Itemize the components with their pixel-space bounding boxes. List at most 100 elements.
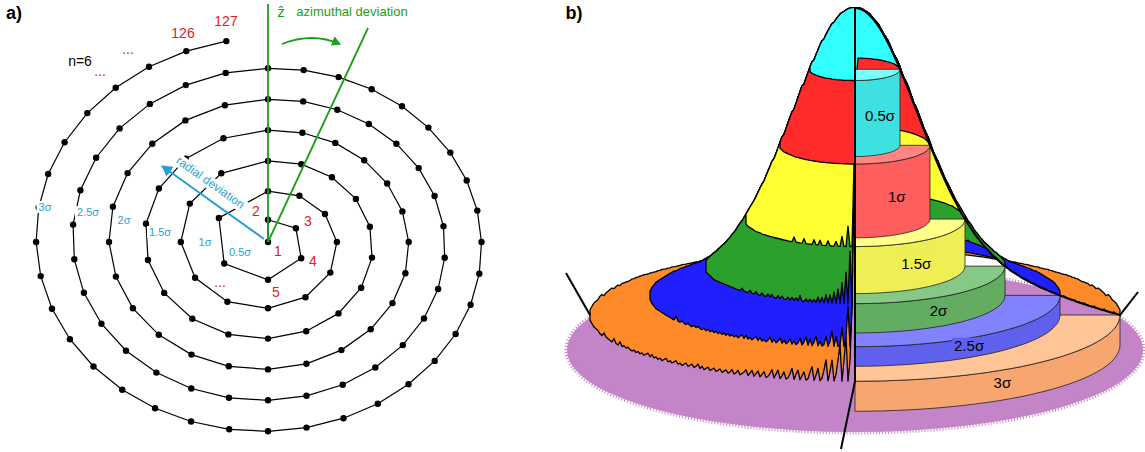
- sigma-label: 2σ: [928, 302, 950, 319]
- sample-point: [399, 103, 405, 109]
- sample-point: [124, 170, 130, 176]
- cut-line: [841, 8, 855, 449]
- sample-point: [221, 260, 227, 266]
- sample-point: [192, 275, 198, 281]
- sample-point: [119, 387, 125, 393]
- step-top: [855, 69, 900, 80]
- sample-point: [71, 256, 77, 262]
- sample-point: [84, 110, 90, 116]
- sample-point: [358, 285, 364, 291]
- sample-point: [90, 363, 96, 369]
- sample-point: [145, 257, 151, 263]
- sample-point: [93, 155, 99, 161]
- sample-point: [220, 135, 226, 141]
- sample-point: [340, 415, 346, 421]
- sample-point: [425, 124, 431, 130]
- sample-point: [393, 141, 399, 147]
- point-number: 5: [270, 285, 282, 300]
- azimuth-label: azimuthal deviation: [294, 5, 409, 19]
- sample-point: [265, 277, 271, 283]
- sample-point: [161, 290, 167, 296]
- sample-point: [474, 207, 480, 213]
- sample-point: [188, 418, 194, 424]
- sample-point: [478, 239, 484, 245]
- sigma-label: 2σ: [116, 214, 133, 226]
- sample-point: [302, 294, 308, 300]
- sample-point: [216, 215, 222, 221]
- sample-point: [113, 273, 119, 279]
- turn-count: n=6: [66, 54, 94, 69]
- sample-point: [146, 64, 152, 70]
- ellipsis: ...: [120, 42, 136, 57]
- sample-point: [226, 426, 232, 432]
- sample-point: [375, 401, 381, 407]
- sigma-label: 3σ: [37, 201, 54, 213]
- sample-point: [38, 273, 44, 279]
- sample-point: [372, 364, 378, 370]
- sample-point: [182, 117, 188, 123]
- sigma-label: 1σ: [886, 189, 908, 206]
- sample-point: [293, 225, 299, 231]
- sample-point: [153, 369, 159, 375]
- sample-point: [421, 315, 427, 321]
- sample-point: [183, 82, 189, 88]
- sample-point: [265, 428, 271, 434]
- sample-point: [447, 149, 453, 155]
- sigma-label: 1σ: [197, 236, 214, 248]
- sample-point: [402, 270, 408, 276]
- sigma-label: 1.5σ: [899, 256, 933, 273]
- sample-point: [222, 102, 228, 108]
- sample-point: [130, 305, 136, 311]
- sample-point: [67, 336, 73, 342]
- panel-label: b): [564, 4, 585, 24]
- sample-point: [187, 200, 193, 206]
- step-side: [855, 69, 900, 156]
- sample-point: [225, 331, 231, 337]
- sample-point: [467, 302, 473, 308]
- panel-label: a): [4, 4, 24, 24]
- sample-point: [123, 348, 129, 354]
- sample-point: [152, 405, 158, 411]
- sample-point: [265, 397, 271, 403]
- sample-point: [476, 271, 482, 277]
- sample-point: [301, 67, 307, 73]
- ellipsis: ...: [92, 64, 108, 79]
- sigma-label: 0.5σ: [227, 246, 253, 258]
- sample-point: [464, 177, 470, 183]
- sample-point: [303, 393, 309, 399]
- point-number: 126: [169, 26, 196, 41]
- sample-point: [113, 85, 119, 91]
- sample-point: [223, 70, 229, 76]
- sample-point: [322, 211, 328, 217]
- cut-line: [855, 8, 1138, 315]
- spiral-points: [33, 38, 485, 435]
- sample-point: [329, 174, 335, 180]
- sample-point: [116, 125, 122, 131]
- sample-point: [431, 193, 437, 199]
- sample-point: [432, 358, 438, 364]
- sample-point: [223, 38, 229, 44]
- sample-point: [77, 187, 83, 193]
- sample-point: [303, 424, 309, 430]
- sample-point: [367, 224, 373, 230]
- sample-point: [188, 385, 194, 391]
- sample-point: [440, 223, 446, 229]
- sample-point: [384, 180, 390, 186]
- sample-point: [178, 239, 184, 245]
- sample-point: [332, 140, 338, 146]
- sample-point: [81, 290, 87, 296]
- sample-point: [265, 366, 271, 372]
- sample-point: [33, 239, 39, 245]
- sample-point: [369, 86, 375, 92]
- sample-point: [296, 193, 302, 199]
- sample-point: [299, 130, 305, 136]
- sample-point: [335, 74, 341, 80]
- sample-point: [188, 351, 194, 357]
- point-number: 3: [302, 214, 314, 229]
- sample-point: [156, 185, 162, 191]
- sample-point: [45, 171, 51, 177]
- sample-point: [399, 208, 405, 214]
- sample-point: [335, 310, 341, 316]
- azimuth-arrow: [282, 38, 340, 44]
- radial-label: radial deviation: [172, 153, 249, 213]
